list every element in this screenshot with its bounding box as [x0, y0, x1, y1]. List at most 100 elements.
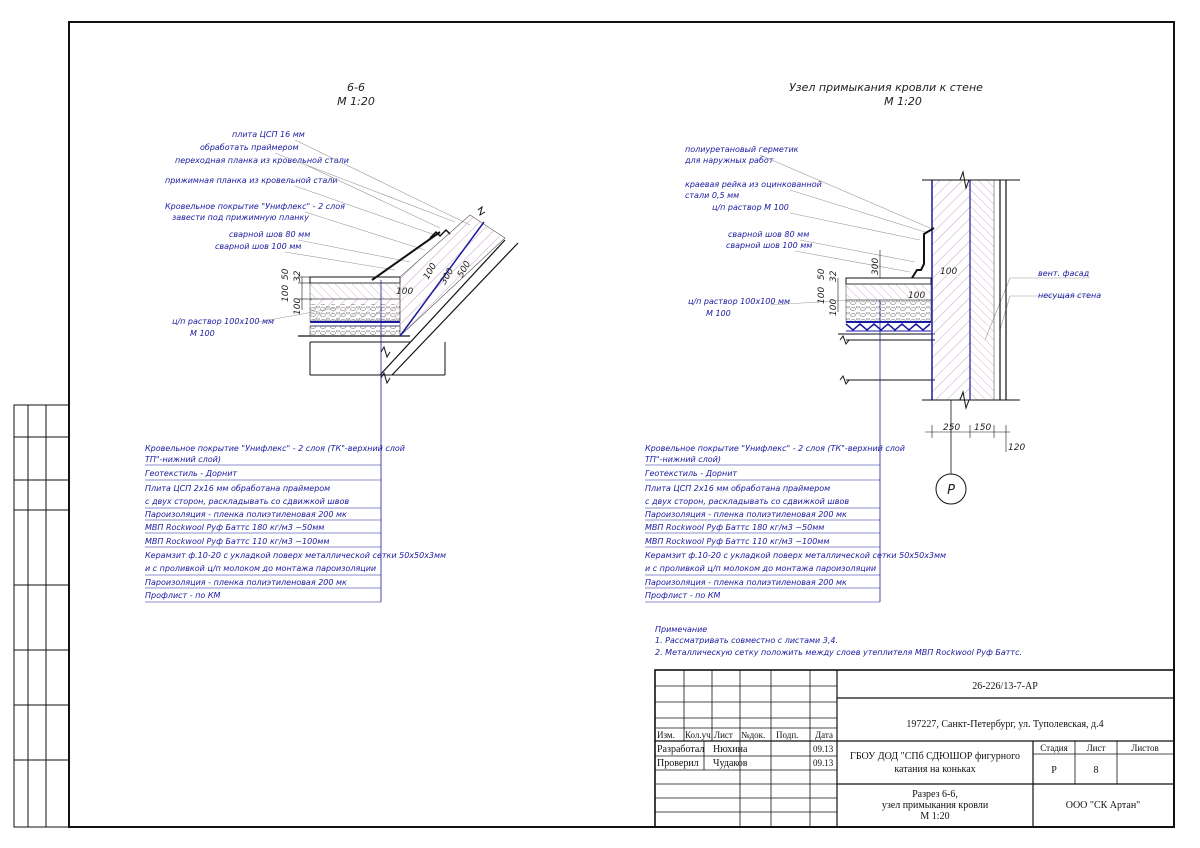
- notes: Примечание 1. Рассматривать совместно с …: [655, 625, 1022, 657]
- left-callout: Кровельное покрытие "Унифлекс" - 2 слоя: [165, 202, 345, 211]
- drawing-label: сварной шов 100 мм: [726, 241, 812, 250]
- binding-strip: [13, 404, 70, 828]
- checker-date: 09.13: [813, 758, 834, 768]
- drawing-label: и с проливкой ц/п молоком до монтажа пар…: [645, 564, 876, 573]
- layer-text: Пароизоляция - пленка полиэтиленовая 200…: [145, 510, 347, 519]
- drawing-label: МВП Rockwool Руф Баттс 180 кг/м3 ~50мм: [645, 523, 824, 532]
- drawing-label: ц/п раствор М 100: [712, 203, 789, 212]
- left-section-scale: М 1:20: [337, 95, 375, 108]
- checker-role: Проверил: [657, 758, 699, 769]
- title-block-text: 26-226/13-7-АР 197227, Санкт-Петербург, …: [657, 681, 1159, 822]
- drawing-label: Геотекстиль - Дорнит: [645, 469, 737, 478]
- drawing-label: Кол.уч.: [685, 730, 713, 740]
- developer-role: Разработал: [657, 744, 704, 755]
- right-mortar-grade: М 100: [706, 309, 731, 318]
- drawing-label: 100: [817, 287, 827, 304]
- drawing-label: полиуретановый герметик: [685, 145, 799, 154]
- layer-text: МВП Rockwool Руф Баттс 110 кг/м3 ~100мм: [145, 537, 329, 546]
- drawing-label: с двух сторон, раскладывать со сдвижкой …: [645, 497, 849, 506]
- drawing-label: Лист: [714, 730, 733, 740]
- drawing-label: сварной шов 80 мм: [728, 230, 809, 239]
- layer-text: Керамзит ф.10-20 с укладкой поверх метал…: [145, 551, 446, 560]
- drawing-label: 150: [974, 423, 991, 433]
- axis-marker-circle: [935, 473, 967, 505]
- note-item: 1. Рассматривать совместно с листами 3,4…: [655, 636, 838, 645]
- drawing-title-line1: Разрез 6-6,: [912, 789, 958, 800]
- drawing-label: Пароизоляция - пленка полиэтиленовая 200…: [645, 578, 847, 587]
- drawing-label: 120: [1008, 443, 1025, 453]
- left-sloped-wall: [371, 214, 519, 376]
- drawing-label: 100: [281, 285, 291, 302]
- drawing-label: Профлист - по КМ: [645, 591, 721, 600]
- notes-heading: Примечание: [655, 625, 707, 634]
- sheet-value: 8: [1094, 765, 1099, 776]
- drawing-label: ТП"-нижний слой): [645, 455, 721, 464]
- layer-text: с двух сторон, раскладывать со сдвижкой …: [145, 497, 349, 506]
- left-layer-table: Кровельное покрытие "Унифлекс" - 2 слоя …: [145, 444, 446, 603]
- stage-value: Р: [1051, 765, 1057, 776]
- object-name-line2: катания на коньках: [894, 764, 975, 775]
- right-layer-table: Кровельное покрытие "Унифлекс" - 2 слоя …: [645, 444, 946, 603]
- bearing-wall-label: несущая стена: [1038, 291, 1101, 300]
- drawing-label: 250: [943, 423, 960, 433]
- drawing-label: Листов: [1131, 743, 1158, 753]
- note-item: 2. Металлическую сетку положить между сл…: [655, 648, 1022, 657]
- left-mortar-label: ц/п раствор 100х100 мм: [172, 317, 274, 326]
- left-callout: переходная планка из кровельной стали: [175, 156, 349, 165]
- drawing-label: 32: [829, 270, 839, 282]
- drawing-label: Стадия: [1040, 743, 1067, 753]
- drawing-label: 100: [396, 287, 413, 297]
- developer-name: Нюхина: [713, 744, 748, 755]
- layer-text: и с проливкой ц/п молоком до монтажа пар…: [145, 564, 376, 573]
- left-roof-layers: [298, 276, 410, 376]
- drawing-label: 50: [817, 268, 827, 280]
- drawing-label: 100: [940, 267, 957, 277]
- title-block: [654, 669, 1175, 828]
- layer-text: Геотекстиль - Дорнит: [145, 469, 237, 478]
- left-callout: завести под прижимную планку: [172, 213, 309, 222]
- vent-facade-label: вент. фасад: [1038, 269, 1090, 278]
- axis-marker-label: Р: [947, 483, 955, 498]
- drawing-label: 300: [871, 258, 881, 275]
- company-name: ООО "СК Артан": [1066, 800, 1141, 811]
- drawing-title-line2: узел примыкания кровли: [882, 800, 989, 811]
- drawing-label: краевая рейка из оцинкованной: [685, 180, 822, 189]
- drawing-label: 50: [281, 268, 291, 280]
- layer-text: Кровельное покрытие "Унифлекс" - 2 слоя …: [145, 444, 405, 453]
- layer-text: ТП"-нижний слой): [145, 455, 221, 464]
- object-name-line1: ГБОУ ДОД "СПб СДЮШОР фигурного: [850, 751, 1020, 762]
- object-address: 197227, Санкт-Петербург, ул. Туполевская…: [906, 719, 1103, 730]
- left-mortar-grade: М 100: [190, 329, 215, 338]
- drawing-label: Пароизоляция - пленка полиэтиленовая 200…: [645, 510, 847, 519]
- left-callout: сварной шов 100 мм: [215, 242, 301, 251]
- right-section-scale: М 1:20: [884, 95, 922, 108]
- right-dimensions: 50 32 100 100 250 150 120 Р: [817, 268, 1025, 505]
- layer-text: МВП Rockwool Руф Баттс 180 кг/м3 ~50мм: [145, 523, 324, 532]
- drawing-code: 26-226/13-7-АР: [972, 681, 1038, 692]
- checker-name: Чудаков: [713, 758, 748, 769]
- drawing-label: Дата: [815, 730, 833, 740]
- right-callouts: полиуретановый герметик для наружных раб…: [684, 145, 822, 250]
- layer-text: Профлист - по КМ: [145, 591, 221, 600]
- right-section-title: Узел примыкания кровли к стене: [789, 81, 983, 94]
- drawing-label: Кровельное покрытие "Унифлекс" - 2 слоя …: [645, 444, 905, 453]
- left-callout: плита ЦСП 16 мм: [232, 130, 305, 139]
- drawing-label: для наружных работ: [684, 156, 774, 165]
- left-callout: сварной шов 80 мм: [229, 230, 310, 239]
- layer-text: Пароизоляция - пленка полиэтиленовая 200…: [145, 578, 347, 587]
- left-section-title: 6-6: [347, 81, 365, 94]
- drawing-label: Изм.: [657, 730, 675, 740]
- layer-text: Плита ЦСП 2х16 мм обработана праймером: [145, 484, 330, 493]
- drawing-label: 100: [829, 299, 839, 316]
- left-callouts: плита ЦСП 16 мм обработать праймером пер…: [165, 130, 349, 251]
- left-break-marks: [380, 205, 486, 385]
- drawing-label: 100: [293, 298, 303, 315]
- right-wall: 300 100 100: [871, 170, 1020, 410]
- drawing-label: МВП Rockwool Руф Баттс 110 кг/м3 ~100мм: [645, 537, 829, 546]
- drawing-label: Подп.: [776, 730, 798, 740]
- drawing-label: 32: [293, 270, 303, 282]
- right-roof-layers: [838, 277, 935, 386]
- left-callout: обработать праймером: [200, 143, 299, 152]
- drawing-label: стали 0,5 мм: [685, 191, 739, 200]
- drawing-title-line3: М 1:20: [920, 811, 949, 822]
